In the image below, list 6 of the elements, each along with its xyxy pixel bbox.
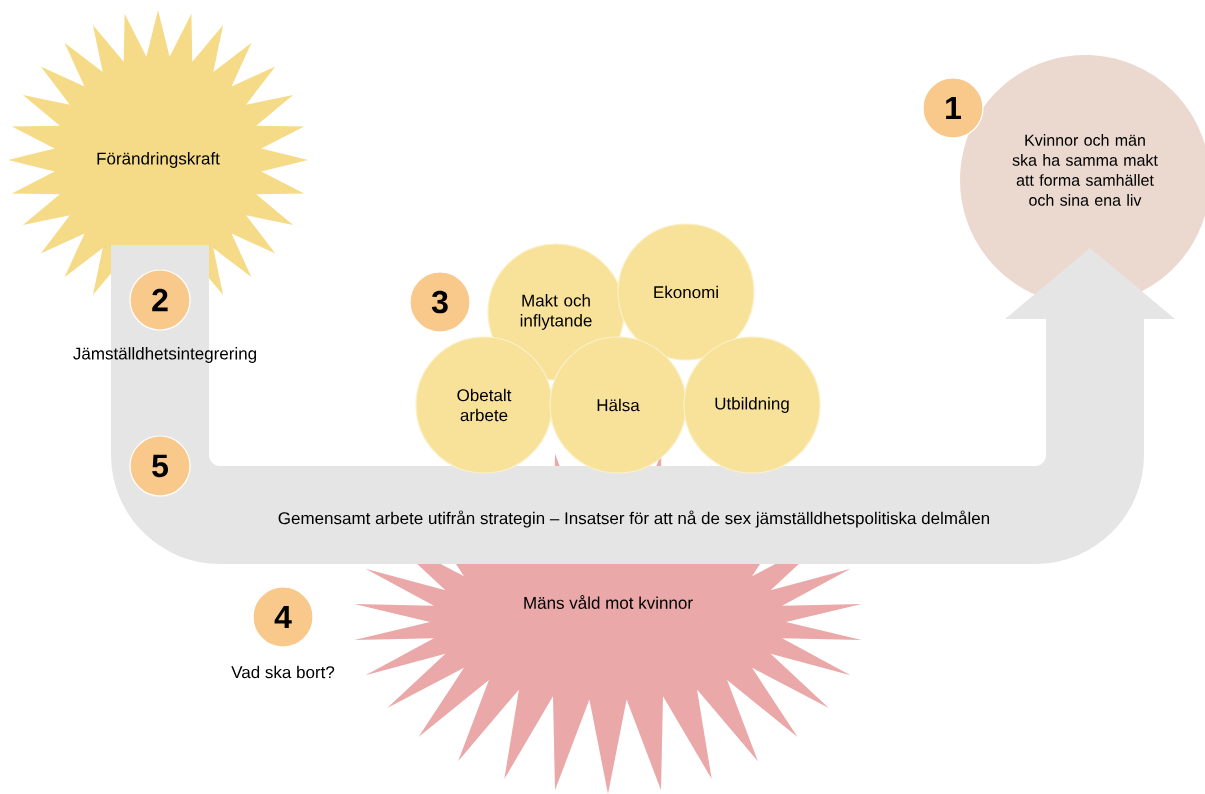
number-badge: 2 (129, 269, 191, 331)
caption-text: Jämställdhetsintegrering (73, 347, 256, 363)
number-badge: 4 (252, 586, 314, 648)
number-badge: 1 (922, 77, 984, 139)
number-badge: 5 (129, 435, 191, 497)
caption-text: Vad ska bort? (231, 665, 335, 679)
